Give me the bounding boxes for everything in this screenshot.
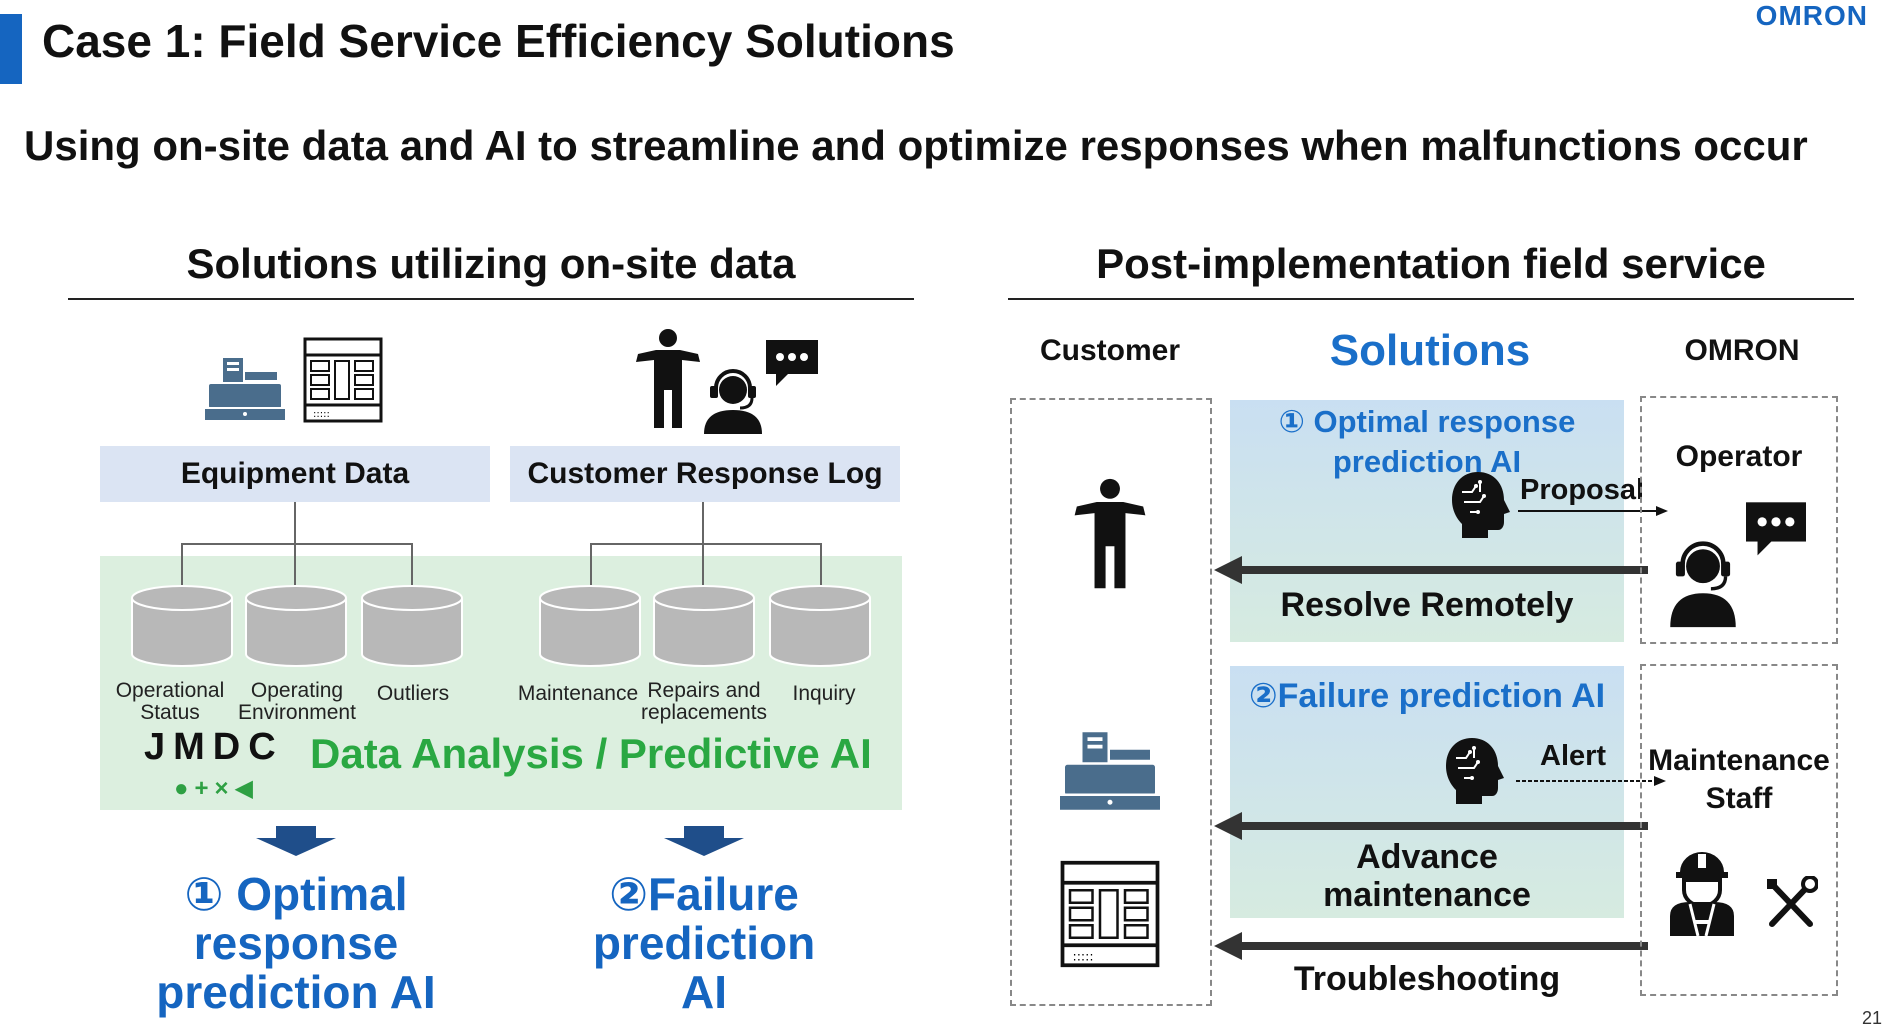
troubleshooting-label: Troubleshooting [1293,960,1561,998]
connector-line [702,502,704,544]
column-omron: OMRON [1684,334,1800,367]
down-arrow-icon [664,826,744,856]
db-label-maintenance: Maintenance [517,682,639,705]
operator-label: Operator [1675,440,1803,473]
page-subtitle: Using on-site data and AI to streamline … [24,122,1808,169]
analysis-area [100,556,902,810]
proposal-arrow-icon [1518,506,1668,516]
chat-bubble-icon [1746,502,1806,556]
customer-response-log-box: Customer Response Log [510,446,900,502]
operator-headset-icon [704,369,762,434]
chat-bubble-icon [766,340,818,386]
db-label-repairs: Repairs and replacements [640,679,768,724]
database-icon [131,585,233,667]
customer-server-rack-icon: ::::: [1060,860,1160,968]
alert-arrow-icon [1516,776,1666,786]
connector-line [294,502,296,544]
connector-line [181,543,183,585]
svg-text::::::: ::::: [1073,948,1094,963]
worker-helmet-icon [1670,852,1734,936]
solution2-title: ②Failure prediction AI [1248,677,1606,715]
person-icon [636,329,700,428]
connector-line [181,543,413,545]
maintenance-staff-box [1640,664,1838,996]
jmdc-logo-symbols: ●+×◀ [174,775,259,802]
omron-logo: OMRON [1755,0,1868,31]
database-icon [361,585,463,667]
maintenance-staff-label: Maintenance Staff [1648,744,1830,815]
page-number: 21 [1862,1008,1883,1028]
right-section-title: Post-implementation field service [1096,240,1766,287]
db-label-operating-environment: Operating Environment [238,679,356,724]
left-arrow-icon [1214,812,1648,840]
result-failure-prediction-ai: ②Failure prediction AI [592,868,816,1018]
solution2-panel [1230,666,1624,918]
connector-line [590,543,592,585]
connector-line [294,543,296,585]
operator-headset-icon [1670,541,1736,628]
ai-brain-head-icon [1452,472,1510,538]
result-optimal-response-ai: ① Optimal response prediction AI [156,868,436,1018]
left-arrow-icon [1214,932,1648,960]
db-label-inquiry: Inquiry [792,682,856,705]
down-arrow-icon [256,826,336,856]
data-analysis-label: Data Analysis / Predictive AI [310,730,872,777]
db-label-operational-status: Operational Status [115,679,225,724]
cash-register-icon [205,358,285,420]
alert-label: Alert [1540,740,1607,772]
db-label-outliers: Outliers [376,682,450,705]
connector-line [411,543,413,585]
connector-line [590,543,822,545]
database-icon [539,585,641,667]
left-section-title: Solutions utilizing on-site data [186,240,796,287]
customer-person-icon [1074,478,1146,589]
database-icon [769,585,871,667]
customer-cash-register-icon [1060,732,1160,810]
left-arrow-icon [1214,556,1648,584]
left-section-divider [68,298,914,300]
connector-line [820,543,822,585]
customer-column-box [1010,398,1212,1006]
advance-maintenance-label: Advance maintenance [1323,838,1531,914]
right-section-divider [1008,298,1854,300]
database-icon [653,585,755,667]
solution1-title: ① Optimal response prediction AI [1278,404,1576,479]
server-rack-icon: ::::: [303,337,383,423]
column-solutions: Solutions [1329,326,1531,375]
column-customer: Customer [1039,334,1181,367]
operator-box [1640,396,1838,644]
tools-icon [1767,876,1818,927]
database-icon [245,585,347,667]
ai-brain-head-icon [1446,738,1504,804]
resolve-remotely-label: Resolve Remotely [1280,586,1574,624]
jmdc-logo: JMDC [144,726,284,768]
equipment-data-box: Equipment Data [100,446,490,502]
page-title: Case 1: Field Service Efficiency Solutio… [42,15,955,67]
title-accent-bar [0,14,22,84]
connector-line [702,543,704,585]
svg-text::::::: ::::: [313,409,330,420]
proposal-label: Proposal [1520,474,1645,506]
solution1-panel [1230,400,1624,642]
